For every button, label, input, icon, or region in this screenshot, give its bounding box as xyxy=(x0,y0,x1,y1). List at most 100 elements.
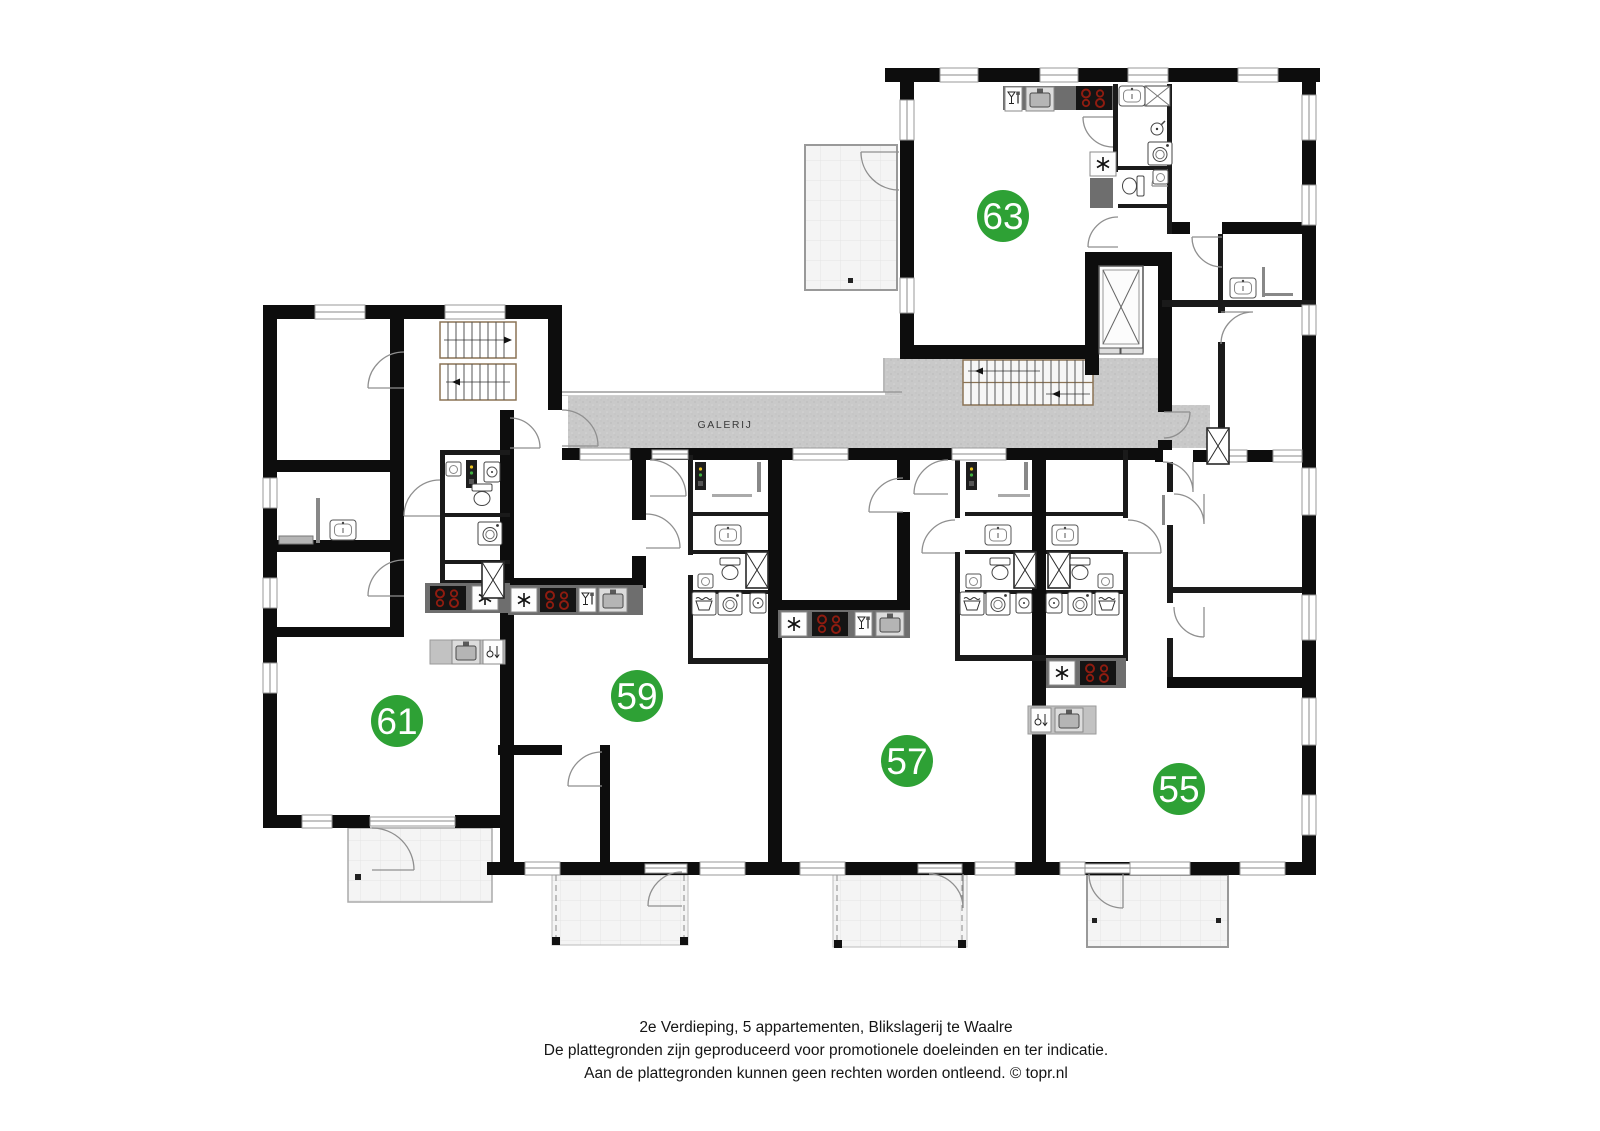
windows xyxy=(262,67,1317,876)
washbasin-icon xyxy=(714,524,742,546)
washbasin-icon xyxy=(965,573,982,589)
toilet-icon xyxy=(719,557,741,580)
laundry-tub-icon xyxy=(691,591,717,616)
apartment-badge-63[interactable]: 63 xyxy=(977,190,1029,242)
dishwasher-icon xyxy=(1030,707,1052,733)
electric-panel-icon xyxy=(966,462,977,490)
caption-line-2: De plattegronden zijn geproduceerd voor … xyxy=(544,1042,1108,1059)
glassware-icon xyxy=(578,587,597,613)
kitchen-59 xyxy=(508,585,643,615)
corridor-galerij: GALERIJ xyxy=(562,358,1210,448)
kitchen-sink-icon xyxy=(1054,707,1084,733)
walls xyxy=(263,68,1320,875)
electric-panel-icon xyxy=(695,462,706,490)
apartment-59-fixtures xyxy=(691,462,769,616)
ventilation-icon xyxy=(1089,151,1117,177)
shaft-icon xyxy=(1206,427,1230,465)
stove-icon xyxy=(811,611,849,637)
apartment-badges: 63 61 59 57 55 xyxy=(371,190,1205,815)
corridor-label: GALERIJ xyxy=(698,419,753,431)
glassware-icon xyxy=(1004,86,1023,112)
dishwasher-icon xyxy=(482,639,504,665)
washbasin-icon xyxy=(445,461,462,477)
washbasin-icon xyxy=(984,524,1012,546)
balcony-63 xyxy=(804,144,898,291)
ventilation-icon xyxy=(510,587,538,613)
apartment-badge-57[interactable]: 57 xyxy=(881,735,933,787)
washing-machine-icon xyxy=(1144,85,1171,107)
shaft-icon xyxy=(745,551,769,589)
apartment-badge-61[interactable]: 61 xyxy=(371,695,423,747)
shaft-icon xyxy=(1013,551,1037,589)
stair-arrow-icon xyxy=(1052,390,1060,398)
apartment-55-fixtures xyxy=(1045,495,1165,616)
doors xyxy=(367,116,1254,909)
stair-arrow-icon xyxy=(504,336,512,344)
balcony-57 xyxy=(832,874,968,948)
stairs-right xyxy=(962,359,1094,406)
apartment-63-fixtures xyxy=(1089,85,1293,299)
fixtures xyxy=(278,85,1293,616)
boiler-icon xyxy=(1045,592,1063,614)
toilet-icon xyxy=(471,483,493,506)
kitchen-sink-icon xyxy=(451,639,481,665)
washbasin-icon xyxy=(1097,573,1114,589)
washing-machine-icon xyxy=(1147,141,1173,166)
kitchens xyxy=(425,85,1126,735)
toilet-icon xyxy=(989,557,1011,580)
ventilation-icon xyxy=(780,611,808,637)
stove-icon xyxy=(1079,660,1117,686)
apartment-badge-55[interactable]: 55 xyxy=(1153,763,1205,815)
boiler-icon xyxy=(1015,592,1033,614)
stove-icon xyxy=(1075,85,1113,111)
kitchen-sink-icon xyxy=(598,587,628,613)
balcony-61 xyxy=(347,827,493,903)
kitchen-55 xyxy=(1027,658,1126,735)
glassware-icon xyxy=(854,611,873,637)
washing-machine-icon xyxy=(717,591,743,616)
apartment-number: 57 xyxy=(886,741,927,782)
stove-icon xyxy=(539,587,577,613)
apartment-number: 55 xyxy=(1158,769,1199,810)
apartment-57-fixtures xyxy=(959,462,1037,616)
apartment-number: 59 xyxy=(616,676,657,717)
stairs-left xyxy=(439,321,517,401)
kitchen-57 xyxy=(778,610,910,638)
apartment-61-fixtures xyxy=(278,460,505,599)
balcony-59 xyxy=(551,874,689,946)
apartment-badge-59[interactable]: 59 xyxy=(611,670,663,722)
apartment-number: 63 xyxy=(982,196,1023,237)
laundry-tub-icon xyxy=(959,591,985,616)
washbasin-icon xyxy=(697,573,714,589)
elevator-icon xyxy=(1098,265,1144,355)
apartment-number: 61 xyxy=(376,701,417,742)
washbasin-icon xyxy=(1229,277,1257,299)
boiler-icon xyxy=(483,461,501,483)
stair-arrow-icon xyxy=(452,378,460,386)
caption-line-3: Aan de plattegronden kunnen geen rechten… xyxy=(584,1065,1068,1082)
caption: 2e Verdieping, 5 appartementen, Blikslag… xyxy=(544,1019,1108,1082)
kitchen-63 xyxy=(1003,85,1113,112)
washbasin-icon xyxy=(1152,169,1169,185)
laundry-tub-icon xyxy=(1094,591,1120,616)
shaft-icon xyxy=(1047,551,1071,589)
washing-machine-icon xyxy=(477,521,503,546)
kitchen-sink-icon xyxy=(1025,86,1055,112)
shower-icon xyxy=(1150,120,1166,136)
ventilation-icon xyxy=(1048,660,1076,686)
washing-machine-icon xyxy=(985,591,1011,616)
caption-line-1: 2e Verdieping, 5 appartementen, Blikslag… xyxy=(639,1019,1012,1036)
balconies xyxy=(347,144,1229,948)
boiler-icon xyxy=(749,592,767,614)
stair-arrow-icon xyxy=(975,367,983,375)
kitchen-sink-icon xyxy=(875,611,905,637)
washbasin-icon xyxy=(1118,85,1146,107)
washing-machine-icon xyxy=(1067,591,1093,616)
stove-icon xyxy=(429,585,467,611)
toilet-icon xyxy=(1069,557,1091,580)
balcony-55 xyxy=(1086,874,1229,948)
washbasin-icon xyxy=(1051,524,1079,546)
toilet-icon xyxy=(1122,175,1145,197)
